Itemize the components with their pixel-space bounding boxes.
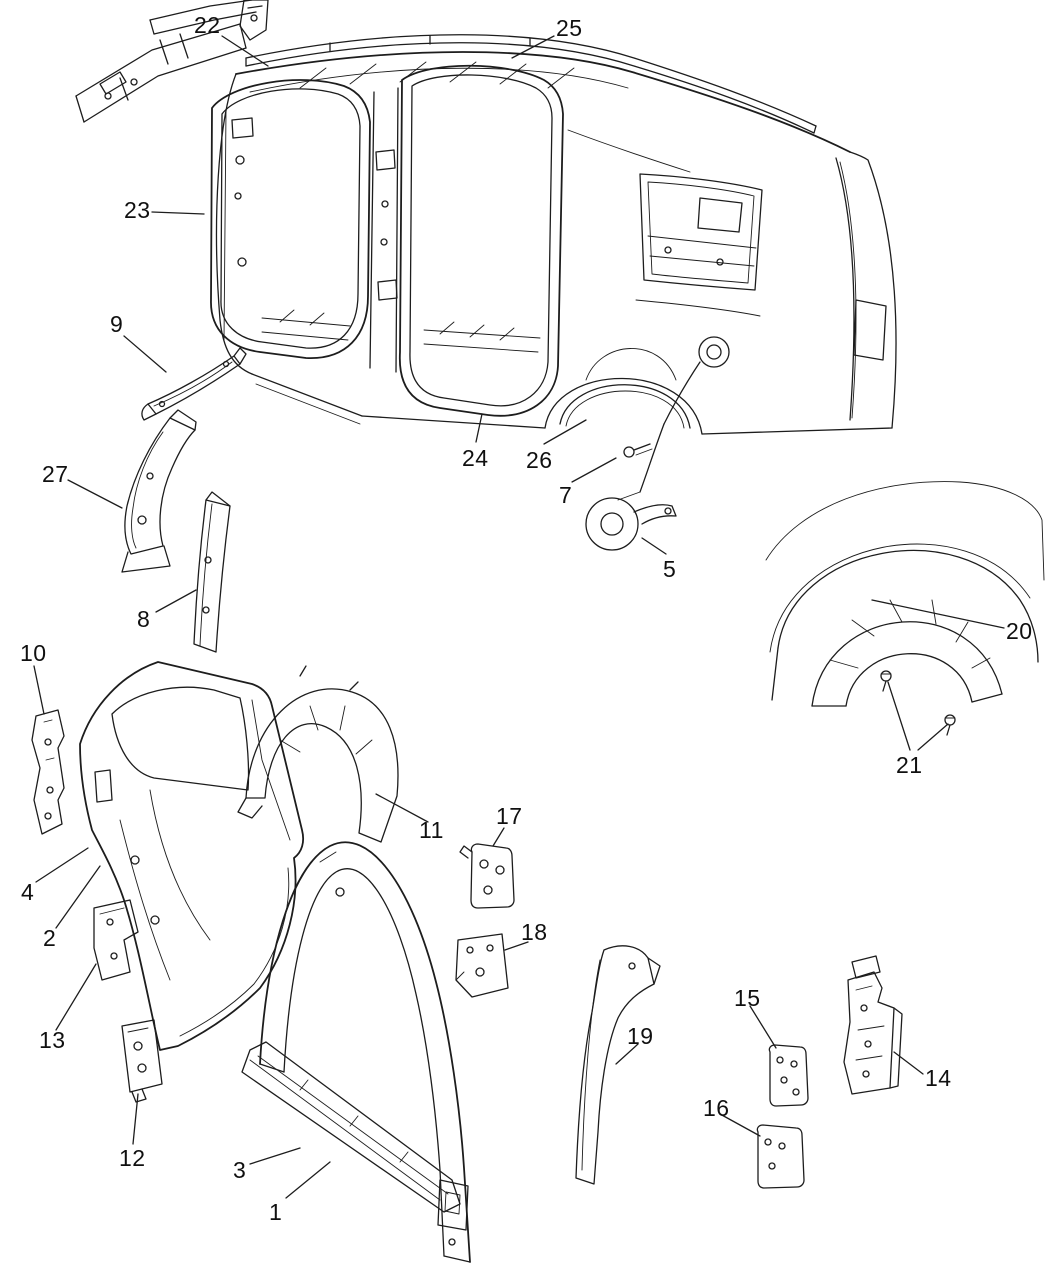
callout-8: 8	[137, 606, 151, 632]
part-3-sill	[241, 1041, 461, 1213]
callout-20: 20	[1006, 618, 1033, 644]
callout-2: 2	[43, 925, 57, 951]
callout-10: 10	[20, 640, 47, 666]
part-24-door-seal	[398, 64, 564, 417]
part-27-pillar-reinforcement	[121, 409, 197, 573]
callout-24: 24	[462, 445, 489, 471]
part-10-bracket	[31, 709, 65, 835]
callout-5: 5	[663, 556, 677, 582]
callout-18: 18	[521, 919, 548, 945]
part-2-quarter-panel	[79, 661, 305, 1051]
part-8-pillar-strip	[193, 491, 231, 653]
part-11-wheelhouse-outer	[237, 665, 399, 843]
callout-14: 14	[925, 1065, 952, 1091]
callout-26: 26	[526, 447, 553, 473]
callout-1: 1	[269, 1199, 283, 1225]
part-20-wheelhouse-outer	[769, 543, 1039, 701]
part-17-bracket	[459, 843, 515, 909]
callout-9: 9	[110, 311, 124, 337]
callout-21: 21	[896, 752, 923, 778]
callout-17: 17	[496, 803, 523, 829]
callout-leader-lines	[33, 35, 1005, 1199]
callout-19: 19	[627, 1023, 654, 1049]
part-26-arch-seal	[559, 384, 691, 429]
part-19-c-pillar	[575, 945, 661, 1185]
part-23-door-seal	[210, 79, 371, 359]
callout-12: 12	[119, 1145, 146, 1171]
part-18-plate	[455, 933, 509, 998]
part-12-plate	[121, 1019, 163, 1103]
callout-16: 16	[703, 1095, 730, 1121]
part-25-roof-rail-strip	[245, 34, 817, 134]
part-7-screw	[623, 443, 653, 458]
wheelhouse-detail-illustration	[765, 481, 1045, 736]
callout-15: 15	[734, 985, 761, 1011]
vehicle-body-illustration	[75, 0, 897, 551]
callout-4: 4	[21, 879, 35, 905]
callout-25: 25	[556, 15, 583, 41]
part-16-plate	[756, 1124, 805, 1189]
part-22-bracket	[239, 0, 269, 41]
callout-7: 7	[559, 482, 573, 508]
callout-3: 3	[233, 1157, 247, 1183]
part-14-bracket	[843, 955, 903, 1095]
callout-11: 11	[419, 817, 444, 843]
part-13-bracket	[93, 899, 139, 981]
callout-23: 23	[124, 197, 151, 223]
part-9-bracket	[141, 347, 247, 421]
callout-13: 13	[39, 1027, 66, 1053]
fuel-filler-area	[617, 336, 730, 501]
part-5-fuel-door	[585, 497, 677, 551]
part-15-plate	[768, 1044, 809, 1107]
callout-22: 22	[194, 12, 221, 38]
push-pin-fasteners	[880, 670, 956, 736]
callout-27: 27	[42, 461, 69, 487]
part-21-liner	[811, 599, 1003, 707]
part-1-aperture-panel	[259, 841, 471, 1263]
